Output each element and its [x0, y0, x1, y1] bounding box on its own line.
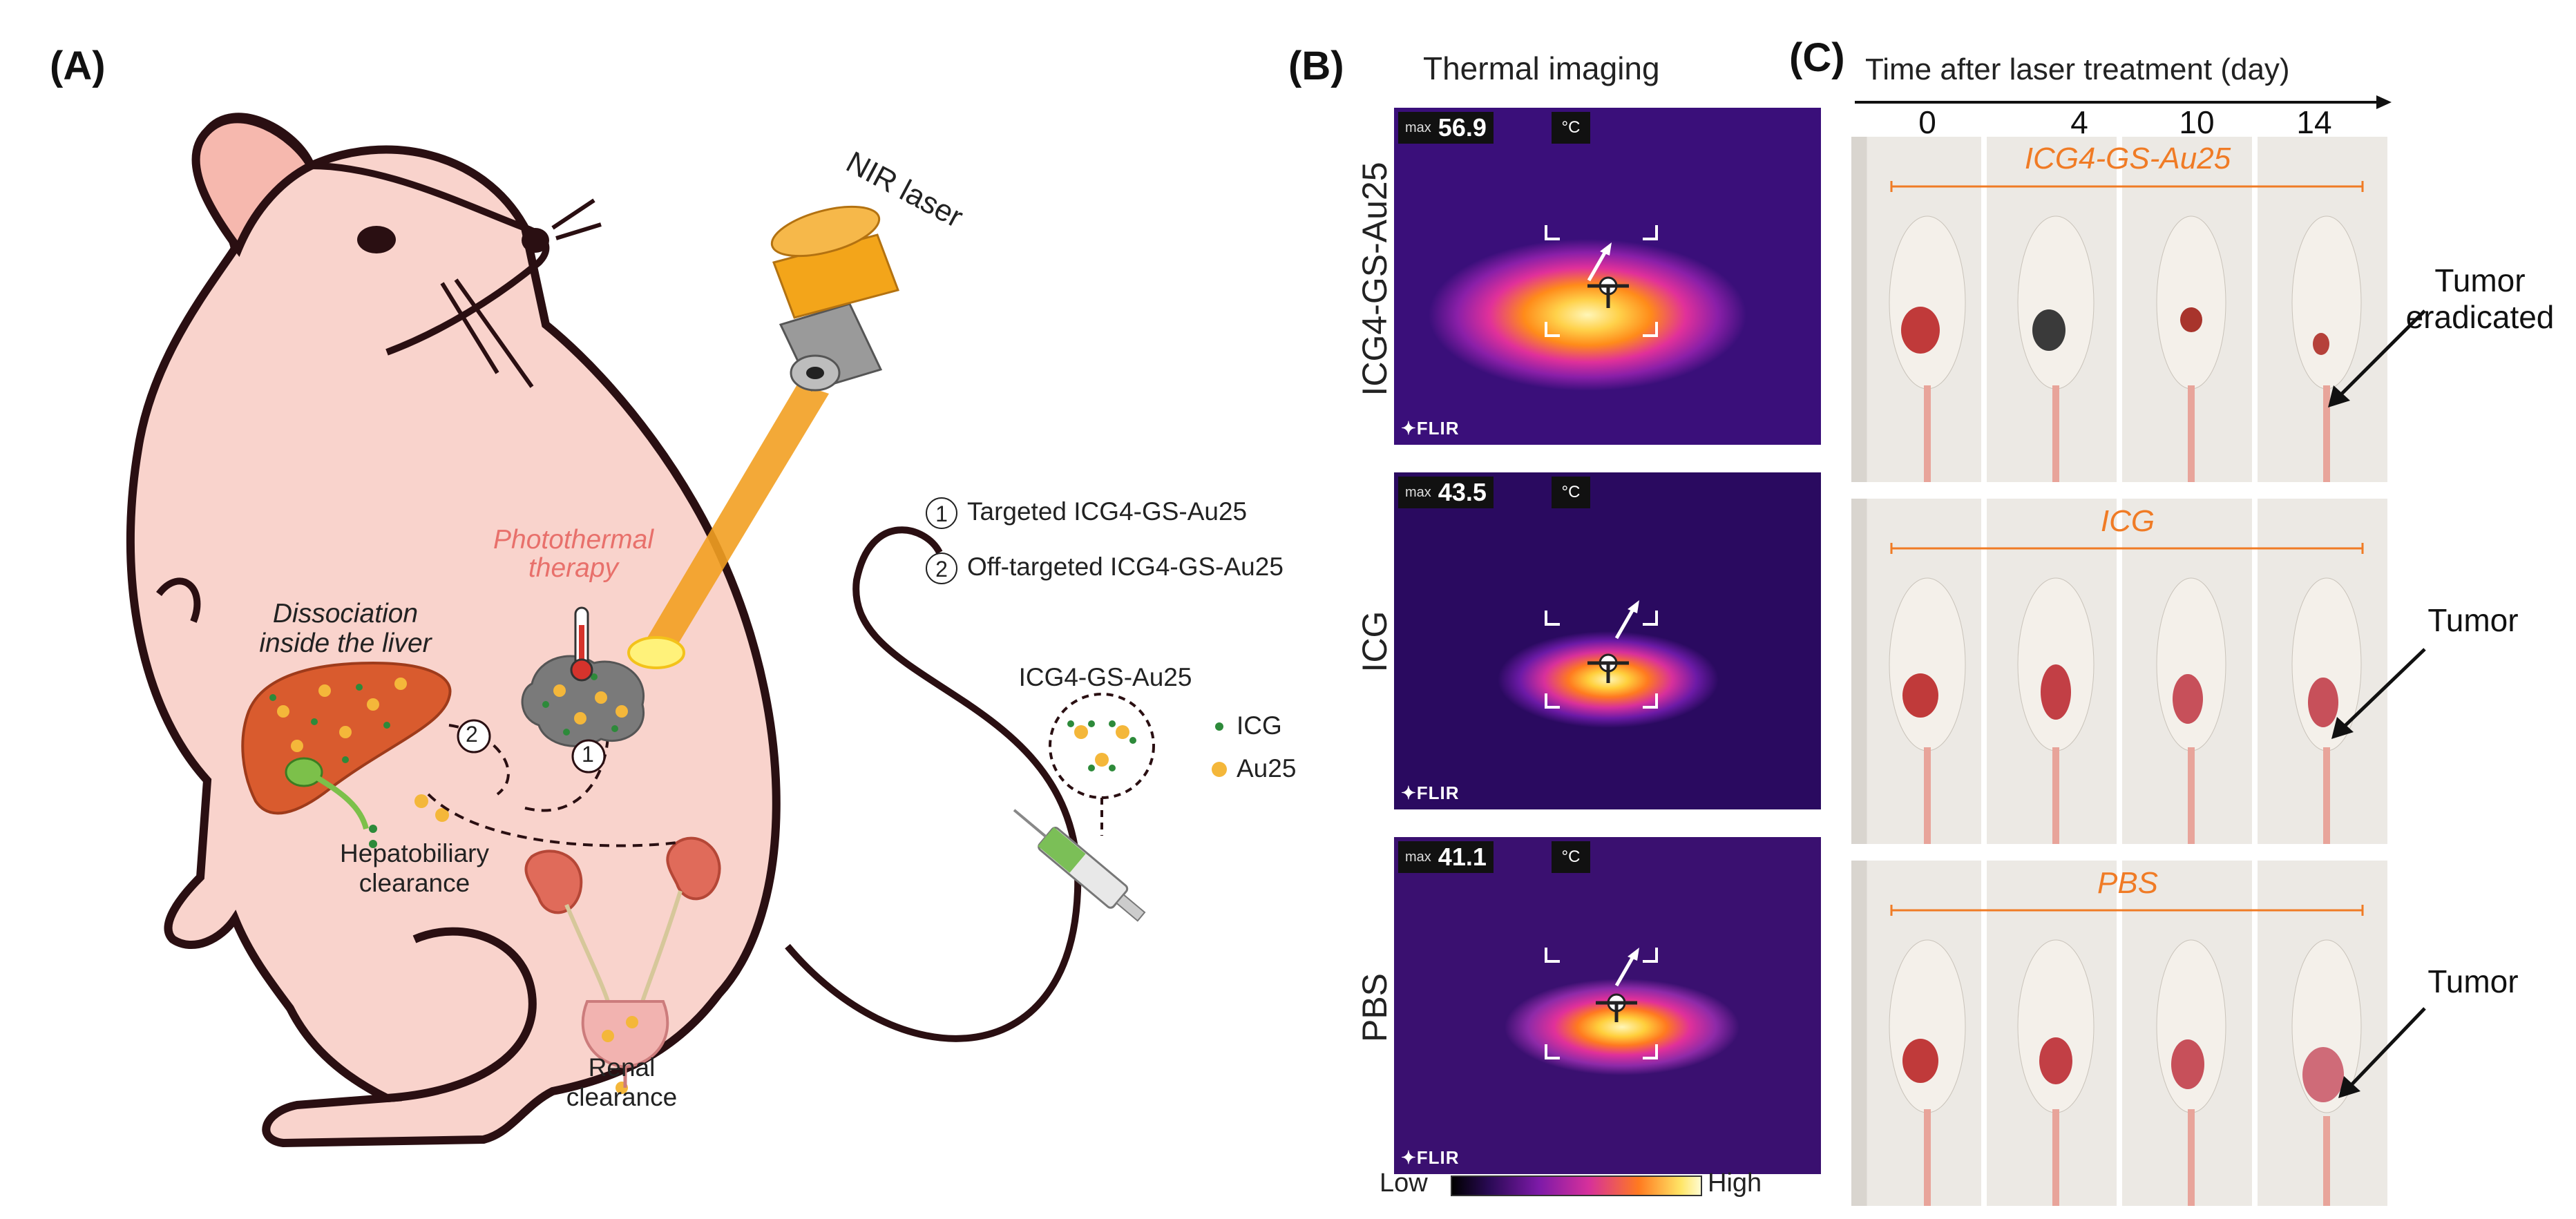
day-label-0: 0: [1918, 104, 1936, 140]
outcome-label-2: Tumor: [2427, 602, 2519, 638]
outcome-arrow-3: [2338, 1007, 2426, 1098]
thermal-row-label-1: ICG4-GS-Au25: [1355, 162, 1394, 396]
group-label-3: PBS: [2097, 866, 2159, 900]
unit-label: °C: [1552, 841, 1590, 873]
au25-legend-label: Au25: [1237, 754, 1297, 783]
legend-targeted-text: Targeted ICG4-GS-Au25: [967, 497, 1248, 526]
day-label-10: 10: [2179, 104, 2215, 140]
outcome-label-1: Tumor eradicated: [2405, 262, 2555, 335]
legend-num-2: 2: [926, 553, 957, 585]
legend-num-1: 1: [926, 497, 957, 530]
time-axis-title: Time after laser treatment (day): [1865, 52, 2290, 86]
group-line-3: [1890, 905, 2364, 916]
thermal-title: Thermal imaging: [1423, 50, 1660, 86]
mouse-photo-g3-d10: [2122, 861, 2252, 1206]
time-axis-arrow: [1855, 95, 2392, 109]
crosshair: [1545, 225, 1658, 337]
route-legend: 1 Targeted ICG4-GS-Au25 2 Off-targeted ICG…: [926, 497, 1284, 585]
panel-c-label: (C): [1789, 35, 1845, 80]
laser-beam: [642, 383, 829, 663]
flir-logo: ✦FLIR: [1401, 1147, 1460, 1168]
mouse-photo-g1-d10: [2122, 137, 2252, 482]
mouse-photo-g1-d14: [2258, 137, 2387, 482]
unit-label: °C: [1552, 477, 1590, 508]
dissociation-label: Dissociation inside the liver: [259, 599, 432, 658]
scale-low-label: Low: [1380, 1169, 1428, 1198]
laser-device: [770, 205, 899, 392]
thermal-row-label-2: ICG: [1355, 611, 1394, 673]
group-label-1: ICG4-GS-Au25: [2024, 142, 2231, 175]
color-scale-bar: [1451, 1175, 1702, 1196]
day-label-4: 4: [2070, 104, 2088, 140]
mouse-nose: [522, 228, 549, 253]
hepatobiliary-label: Hepatobiliary clearance: [340, 839, 489, 897]
outcome-label-3: Tumor: [2427, 963, 2519, 999]
scale-high-label: High: [1708, 1169, 1762, 1198]
mouse-photo-g2-d4: [1987, 499, 2117, 844]
photothermal-label: Photothermal therapy: [493, 525, 653, 583]
group-label-2: ICG: [2100, 504, 2155, 538]
mouse-eye: [357, 226, 396, 253]
mouse-photo-g1-d0: [1851, 137, 1981, 482]
mouse-photo-g2-d14: [2258, 499, 2387, 844]
legend-offtargeted: 2 Off-targeted ICG4-GS-Au25: [926, 553, 1284, 585]
mouse-photo-g1-d4: [1987, 137, 2117, 482]
thermal-row-label-3: PBS: [1355, 972, 1394, 1043]
panel-b-label: (B): [1288, 44, 1344, 88]
renal-label: Renal clearance: [566, 1053, 678, 1111]
route-marker-1: 1: [582, 742, 594, 767]
flir-logo: ✦FLIR: [1401, 783, 1460, 803]
kidney-left: [524, 850, 583, 914]
crosshair: [1545, 600, 1658, 709]
group-line-2: [1890, 543, 2364, 554]
day-label-14: 14: [2296, 104, 2332, 140]
mouse-ear: [191, 115, 317, 257]
unit-label: °C: [1552, 112, 1590, 144]
mouse-photo-g2-d0: [1851, 499, 1981, 844]
outcome-arrow-2: [2331, 648, 2426, 739]
mouse-photo-g2-d10: [2122, 499, 2252, 844]
mouse-illustration: [126, 113, 1227, 1148]
bladder: [581, 1000, 669, 1069]
route-marker-2: 2: [466, 722, 478, 747]
flir-logo: ✦FLIR: [1401, 418, 1460, 439]
crosshair: [1545, 948, 1658, 1059]
mouse-photo-g3-d4: [1987, 861, 2117, 1206]
injection-label: ICG4-GS-Au25: [1018, 663, 1192, 691]
legend-offtargeted-text: Off-targeted ICG4-GS-Au25: [967, 553, 1284, 582]
group-line-1: [1890, 181, 2364, 192]
legend-targeted: 1 Targeted ICG4-GS-Au25: [926, 497, 1284, 530]
mouse-photo-g3-d14: [2258, 861, 2387, 1206]
outcome-arrow-1: [2328, 309, 2426, 407]
panel-a-label: (A): [50, 44, 106, 88]
mouse-body: [126, 113, 781, 1148]
mouse-photo-g3-d0: [1851, 861, 1981, 1206]
syringe: [1013, 809, 1146, 922]
kidney-right: [666, 836, 721, 901]
icg-legend-label: ICG: [1237, 711, 1282, 740]
